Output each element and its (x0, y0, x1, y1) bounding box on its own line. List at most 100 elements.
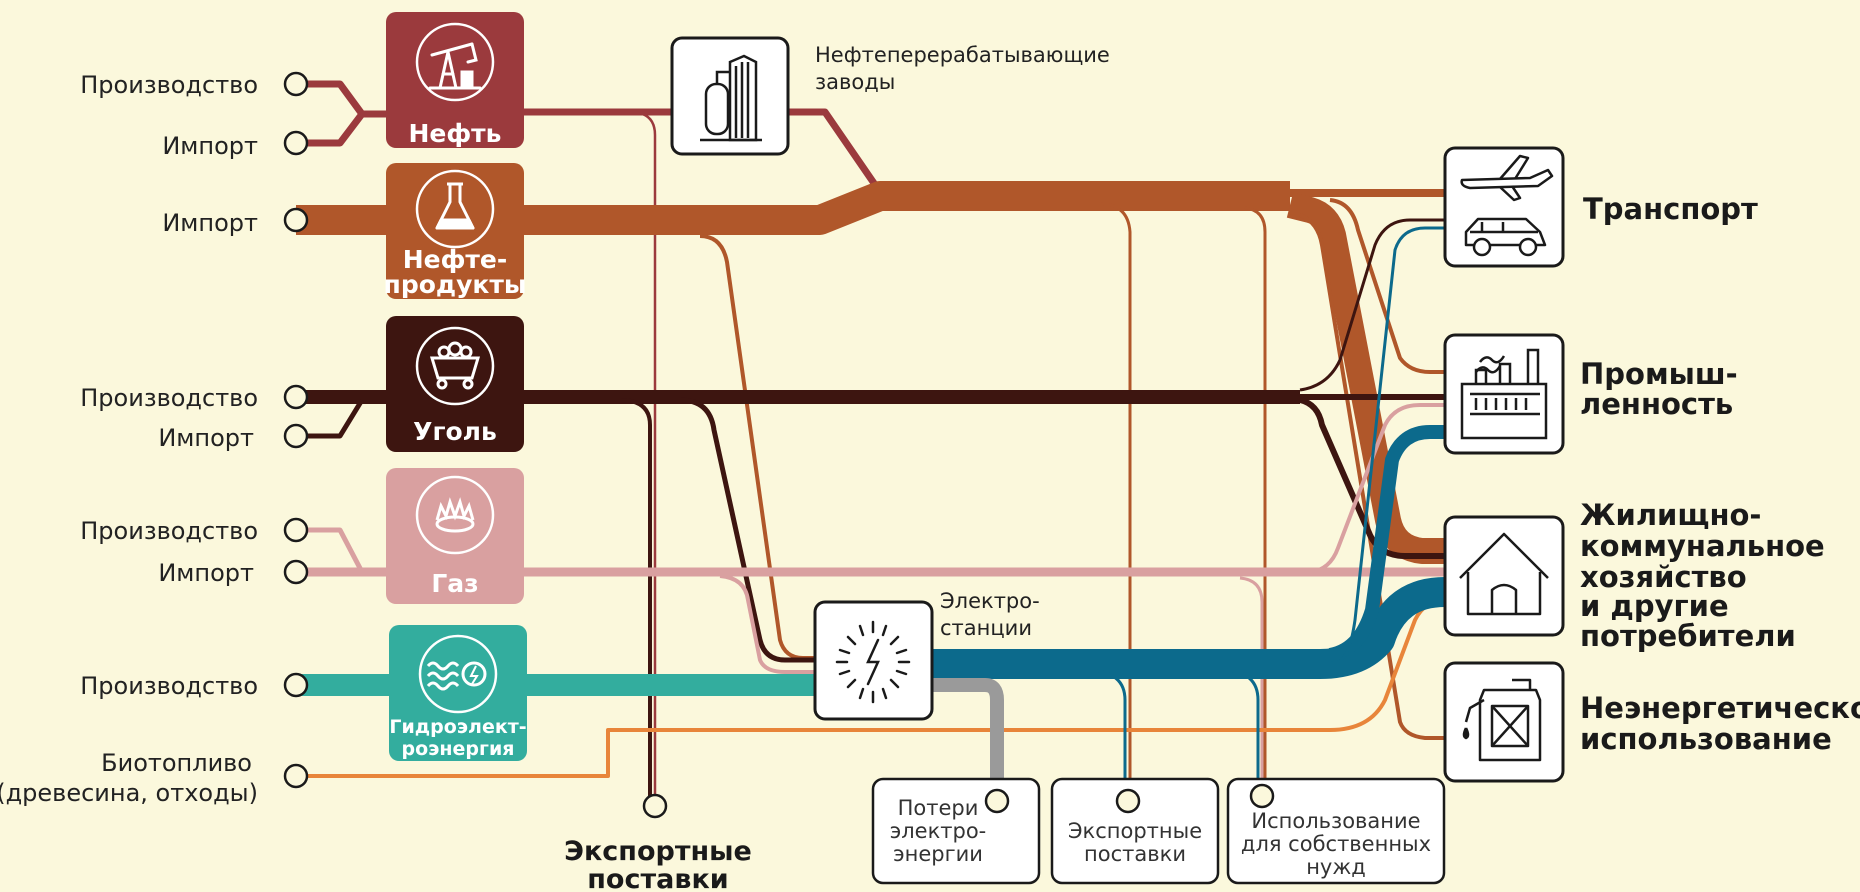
refinery-icon (700, 54, 762, 142)
sink-export-big: Экспортные поставки (564, 836, 752, 892)
flow-coal-to-housing (1299, 397, 1445, 559)
housing-label-4: и другие (1580, 589, 1729, 623)
hydro-icon-ring (418, 634, 498, 714)
flow-oil-import (296, 111, 365, 147)
flow-oil-products-to-industry (1329, 198, 1445, 374)
flow-coal-to-power (679, 397, 815, 663)
label-hydro-production: Производство (80, 672, 258, 700)
flow-electricity-to-transport (1339, 226, 1445, 662)
flow-oil-products-own-use (1244, 206, 1267, 800)
own-use-label-3: нужд (1306, 855, 1366, 879)
power-station-label-2: станции (940, 616, 1032, 640)
losses-label-3: энергии (893, 842, 983, 866)
power-station-label-1: Электро- (940, 589, 1040, 613)
category-oil: Нефть (386, 12, 524, 148)
sink-losses: Потери электро- энергии (871, 777, 1041, 885)
source-labels: Производство Импорт Импорт Производство … (0, 71, 258, 807)
node-oil-products-import (283, 207, 309, 233)
category-oil-label: Нефть (409, 119, 502, 148)
flow-coal-to-transport (1299, 218, 1445, 392)
nonenergy-label-1: Неэнергетическое (1580, 691, 1860, 725)
node-gas-production (283, 517, 309, 543)
losses-label-2: электро- (890, 819, 987, 843)
node-hydro-production (283, 672, 309, 698)
flow-electricity-export (1089, 668, 1127, 800)
consumer-industry: Промыш- ленность (1443, 333, 1738, 455)
oil-products-icon-ring (415, 169, 495, 249)
node-coal-production (283, 384, 309, 410)
industry-label-1: Промыш- (1580, 357, 1738, 391)
node-biofuel (283, 763, 309, 789)
transport-box (1443, 146, 1565, 268)
own-use-node-ring (1249, 783, 1275, 809)
sink-own-use: Использование для собственных нужд (1226, 777, 1446, 885)
housing-label-1: Жилищно- (1580, 498, 1761, 532)
label-oil-production: Производство (80, 71, 258, 99)
flow-oil-products-export (1099, 202, 1132, 800)
category-gas: Газ (386, 468, 524, 604)
label-biofuel-2: (древесина, отходы) (0, 779, 258, 807)
category-gas-label: Газ (431, 569, 478, 598)
industry-label-2: ленность (1580, 387, 1733, 421)
label-gas-production: Производство (80, 517, 258, 545)
category-oil-products-box (386, 163, 524, 299)
gas-icon-ring (415, 475, 495, 555)
consumer-housing: Жилищно- коммунальное хозяйство и другие… (1443, 498, 1825, 653)
house-icon (1459, 532, 1549, 616)
node-export-big (642, 793, 668, 819)
flow-gas-to-industry (1309, 403, 1445, 574)
own-use-box (1226, 777, 1446, 885)
refinery-label-2: заводы (815, 70, 895, 94)
housing-label-2: коммунальное (1580, 529, 1825, 563)
flow-oil-products-to-housing (1286, 192, 1445, 564)
flow-oil-export (629, 110, 657, 808)
housing-label-5: потребители (1580, 619, 1796, 653)
flow-electricity-losses (932, 678, 1004, 800)
category-oil-products-label-1: Нефте- (403, 245, 508, 274)
airplane-icon (1460, 154, 1554, 202)
category-hydro: Гидроэлект- роэнергия (389, 625, 527, 761)
flow-gas-to-power (719, 574, 815, 674)
housing-box (1443, 515, 1565, 637)
export-small-label-1: Экспортные (1068, 819, 1202, 843)
hydro-wave-icon (426, 661, 487, 691)
category-hydro-label-1: Гидроэлект- (389, 716, 526, 738)
flow-lines (296, 80, 1446, 808)
power-station-box (813, 600, 934, 721)
category-hydro-label-2: роэнергия (402, 738, 515, 760)
refinery-node: Нефтеперерабатывающие заводы (670, 36, 1110, 156)
oil-icon-ring (415, 22, 495, 102)
coal-cart-icon (429, 341, 481, 390)
node-gas-import (283, 559, 309, 585)
category-oil-products: Нефте- продукты (384, 163, 527, 299)
flow-coal-export (619, 398, 652, 800)
jerrycan-icon (1462, 678, 1542, 762)
flow-electricity-own-use (1224, 668, 1260, 800)
flask-icon (435, 182, 475, 230)
gas-burner-icon (435, 497, 475, 533)
export-big-label-2: поставки (587, 864, 728, 892)
category-coal-label: Уголь (413, 417, 497, 446)
export-big-label-1: Экспортные (564, 836, 752, 867)
node-coal-import (283, 423, 309, 449)
flow-refinery-to-products (788, 108, 883, 194)
oil-derrick-icon (428, 42, 482, 90)
export-small-node-ring (1115, 788, 1141, 814)
flow-gas-own-use (1239, 576, 1264, 800)
housing-label-3: хозяйство (1580, 560, 1747, 594)
flow-oil-production (296, 80, 390, 118)
own-use-label-2: для собственных (1241, 832, 1431, 856)
coal-icon-ring (415, 326, 495, 406)
label-oil-products-import: Импорт (162, 209, 258, 237)
lightning-icon (835, 620, 911, 704)
nonenergy-label-2: использование (1580, 722, 1832, 756)
nonenergy-box (1443, 661, 1565, 783)
consumer-nonenergy: Неэнергетическое использование (1443, 661, 1860, 783)
export-small-box (1050, 777, 1220, 885)
flow-oil-products-to-nonenergy (1299, 213, 1445, 740)
flow-oil-products-to-power (699, 234, 815, 660)
factory-icon (1460, 348, 1548, 440)
flow-gas-production (296, 527, 365, 574)
label-biofuel-1: Биотопливо (101, 749, 252, 777)
category-oil-products-label-2: продукты (384, 270, 527, 299)
